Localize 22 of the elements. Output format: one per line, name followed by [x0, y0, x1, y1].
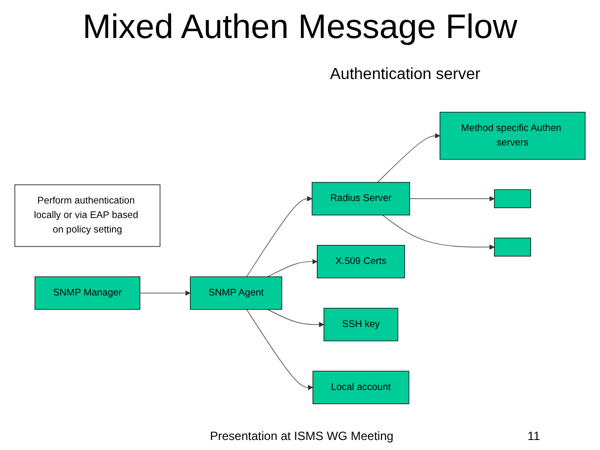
- group-caption: Authentication server: [330, 66, 480, 84]
- node-box: Local account: [312, 370, 410, 404]
- node-box: Perform authentication locally or via EAP based on policy setting: [14, 184, 160, 247]
- node-box: Radius Server: [312, 182, 410, 216]
- node-box: SNMP Agent: [190, 276, 282, 310]
- footer-text: Presentation at ISMS WG Meeting: [210, 428, 394, 444]
- arrow: [140, 290, 191, 296]
- arrow: [246, 196, 312, 278]
- slide-number: 11: [528, 428, 540, 444]
- node-box: [494, 189, 532, 208]
- arrow: [246, 309, 314, 390]
- node-box: SNMP Manager: [34, 276, 140, 310]
- node-box: [494, 238, 532, 256]
- arrow: [377, 133, 440, 183]
- node-box: Method specific Authen servers: [440, 112, 586, 160]
- arrow: [382, 214, 495, 250]
- node-box: SSH key: [324, 308, 398, 342]
- arrow: [409, 196, 495, 202]
- arrow: [267, 309, 324, 328]
- node-box: X.509 Certs: [316, 245, 405, 278]
- arrow: [267, 258, 318, 278]
- slide-title: Mixed Authen Message Flow: [82, 8, 518, 47]
